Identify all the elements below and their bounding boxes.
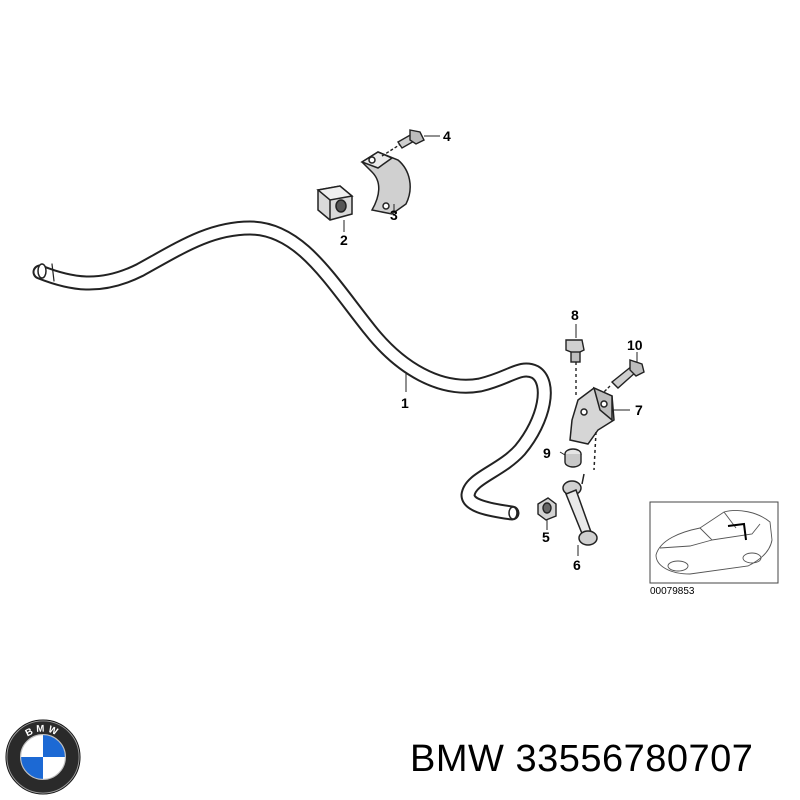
hex-bolt-8 bbox=[565, 339, 585, 395]
rubber-mounting bbox=[316, 185, 354, 221]
stabilizer-link-bracket bbox=[569, 386, 615, 471]
callout-4: 4 bbox=[443, 128, 451, 144]
rubber-bushing-5 bbox=[537, 497, 557, 521]
bracket bbox=[360, 151, 411, 215]
collar-nut bbox=[564, 448, 582, 468]
hex-bolt-4 bbox=[381, 129, 425, 157]
callout-7: 7 bbox=[635, 402, 643, 418]
callout-9: 9 bbox=[543, 445, 551, 461]
bmw-logo-icon: BMW bbox=[5, 719, 81, 795]
inset-ref-number: 00079853 bbox=[650, 586, 695, 597]
callout-10: 10 bbox=[627, 337, 643, 353]
callout-6: 6 bbox=[573, 557, 581, 573]
brand-name: BMW bbox=[410, 738, 505, 780]
part-caption: BMW 33556780707 bbox=[410, 738, 753, 781]
part-location-marker bbox=[727, 522, 747, 541]
logo-lettering: BMW bbox=[24, 723, 62, 739]
part-number: 33556780707 bbox=[515, 738, 754, 780]
leader-lines bbox=[343, 135, 638, 556]
vehicle-location-inset: 00079853 bbox=[649, 501, 779, 597]
callout-2: 2 bbox=[340, 232, 348, 248]
callout-3: 3 bbox=[390, 207, 398, 223]
callout-5: 5 bbox=[542, 529, 550, 545]
car-outline-icon bbox=[655, 510, 773, 575]
stabilizer-bar bbox=[32, 220, 552, 521]
callout-8: 8 bbox=[571, 307, 579, 323]
stabilizer-link bbox=[562, 473, 598, 546]
callout-1: 1 bbox=[401, 395, 409, 411]
hex-bolt-10 bbox=[599, 359, 645, 397]
